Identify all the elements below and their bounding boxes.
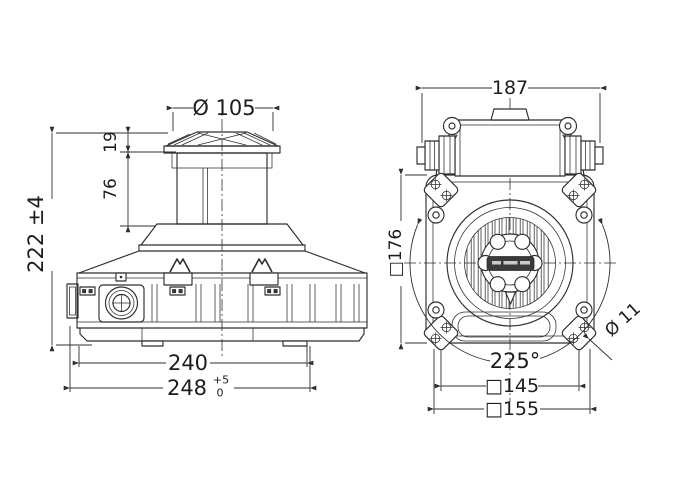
boss-dot <box>119 275 123 279</box>
clutch-lever <box>169 258 191 273</box>
cable-entry <box>98 284 145 323</box>
foot-pad <box>282 340 308 347</box>
cable-gland-right <box>564 135 604 175</box>
control-box <box>416 108 604 177</box>
eye-screw <box>442 116 462 136</box>
rotation-arrow <box>504 291 517 305</box>
foot-pad <box>141 340 164 347</box>
brand-label <box>486 256 535 271</box>
mount-pad <box>423 172 459 208</box>
housing-ribs <box>151 284 360 322</box>
mount-pad <box>561 172 597 208</box>
terminal-clips <box>79 286 281 296</box>
dim-drum-diameter: Ø 105 <box>192 96 255 120</box>
motor-bell <box>446 199 574 342</box>
housing-tab <box>163 272 193 286</box>
dim-cap-height: 19 <box>101 131 121 153</box>
mount-pad <box>561 315 597 351</box>
housing-base <box>79 327 365 347</box>
eye-screw <box>558 116 578 136</box>
cable-gland-left <box>416 135 456 175</box>
drum-skirt <box>78 223 366 274</box>
front-view: 187 □176 225° □145 □155 Ø 11 <box>386 77 645 420</box>
side-bracket <box>66 283 79 319</box>
dim-drum-height: 76 <box>101 178 121 200</box>
side-view-dimensions: Ø 105 222 ±4 19 76 240 248 +5 0 <box>24 96 317 400</box>
cap-rope-pattern <box>167 132 277 146</box>
mount-pad <box>423 315 459 351</box>
dim-base-width: 240 <box>168 351 208 375</box>
screw-boss <box>427 206 593 319</box>
shaft-hub <box>477 233 543 305</box>
dim-overall-width-tol-upper: +5 <box>213 374 229 387</box>
dim-guide-arc-angle: 225° <box>490 349 541 373</box>
box-cap <box>490 108 530 121</box>
dim-flange-height: □176 <box>386 229 406 278</box>
dim-base-plate-square: □155 <box>485 398 539 420</box>
housing-tab <box>249 272 279 286</box>
clutch-lever <box>251 258 273 273</box>
dim-overall-width: 248 <box>167 376 207 400</box>
front-view-dimensions: 187 □176 225° □145 □155 Ø 11 <box>386 77 645 420</box>
motor-housing <box>66 258 368 329</box>
corner-pads <box>423 172 597 351</box>
dim-overall-width-tol-lower: 0 <box>217 387 224 400</box>
dim-overall-top-width: 187 <box>492 77 528 99</box>
side-view: Ø 105 222 ±4 19 76 240 248 +5 0 <box>24 96 368 400</box>
dim-overall-height: 222 ±4 <box>24 195 48 273</box>
dim-bolt-pattern-square: □145 <box>485 375 539 397</box>
